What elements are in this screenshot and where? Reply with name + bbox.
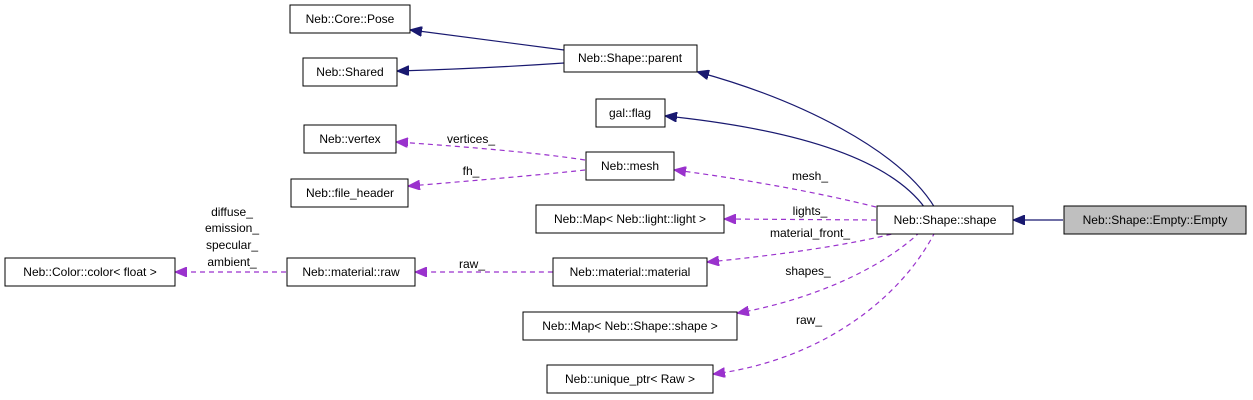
node-mesh[interactable]: Neb::mesh (585, 151, 675, 181)
node-map-shape-label: Neb::Map< Neb::Shape::shape > (542, 319, 717, 333)
node-map-light[interactable]: Neb::Map< Neb::light::light > (535, 204, 725, 234)
node-file-header[interactable]: Neb::file_header (290, 178, 409, 208)
edge-shape-to-material (708, 231, 901, 262)
edge-mesh-to-vertex (397, 142, 586, 161)
node-vertex-label: Neb::vertex (319, 132, 380, 146)
edge-shape-to-unique-ptr (714, 231, 936, 374)
node-flag-label: gal::flag (609, 106, 651, 120)
node-map-shape[interactable]: Neb::Map< Neb::Shape::shape > (522, 311, 738, 341)
node-color[interactable]: Neb::Color::color< float > (4, 257, 176, 287)
edge-shape-to-mesh (675, 170, 877, 208)
edge-shape-to-map-light (725, 219, 877, 220)
node-mesh-label: Neb::mesh (601, 159, 659, 173)
edge-label-mesh: mesh_ (792, 169, 828, 183)
node-empty-label: Neb::Shape::Empty::Empty (1083, 213, 1228, 227)
edge-mesh-to-file-header (409, 169, 586, 186)
edge-label-vertices: vertices_ (447, 132, 495, 146)
node-shape[interactable]: Neb::Shape::shape (876, 205, 1014, 235)
edge-label-raw-ptr: raw_ (796, 313, 822, 327)
edge-label-diffuse: diffuse_ (211, 205, 253, 219)
edge-label-lights: lights_ (793, 204, 828, 218)
node-shared-label: Neb::Shared (316, 65, 383, 79)
node-parent-label: Neb::Shape::parent (578, 51, 683, 65)
node-file-header-label: Neb::file_header (306, 186, 394, 200)
node-unique-ptr-label: Neb::unique_ptr< Raw > (565, 372, 695, 386)
edge-label-ambient: ambient_ (207, 255, 257, 269)
edge-shape-to-map-shape (738, 231, 921, 313)
node-flag[interactable]: gal::flag (595, 98, 666, 128)
edge-shape-to-flag (666, 116, 926, 209)
node-raw[interactable]: Neb::material::raw (286, 257, 416, 287)
edge-parent-to-pose (411, 30, 565, 51)
edge-parent-to-shared (398, 62, 565, 71)
node-map-light-label: Neb::Map< Neb::light::light > (554, 212, 706, 226)
node-parent[interactable]: Neb::Shape::parent (563, 44, 698, 73)
edge-label-raw-material: raw_ (459, 257, 485, 271)
node-pose[interactable]: Neb::Core::Pose (289, 4, 411, 34)
edge-label-fh: fh_ (463, 164, 480, 178)
edge-label-specular: specular_ (206, 238, 258, 252)
node-unique-ptr[interactable]: Neb::unique_ptr< Raw > (546, 364, 714, 394)
node-empty[interactable]: Neb::Shape::Empty::Empty (1063, 205, 1247, 235)
edge-label-material-front: material_front_ (770, 226, 850, 240)
edge-shape-to-parent (698, 72, 936, 209)
node-color-label: Neb::Color::color< float > (23, 265, 156, 279)
node-material[interactable]: Neb::material::material (552, 257, 708, 287)
node-raw-label: Neb::material::raw (302, 265, 400, 279)
node-shape-label: Neb::Shape::shape (894, 213, 997, 227)
edge-label-emission: emission_ (205, 221, 259, 235)
edge-label-shapes: shapes_ (785, 264, 831, 278)
node-pose-label: Neb::Core::Pose (306, 12, 395, 26)
node-vertex[interactable]: Neb::vertex (303, 124, 397, 154)
node-material-label: Neb::material::material (570, 265, 691, 279)
node-shared[interactable]: Neb::Shared (302, 57, 398, 87)
